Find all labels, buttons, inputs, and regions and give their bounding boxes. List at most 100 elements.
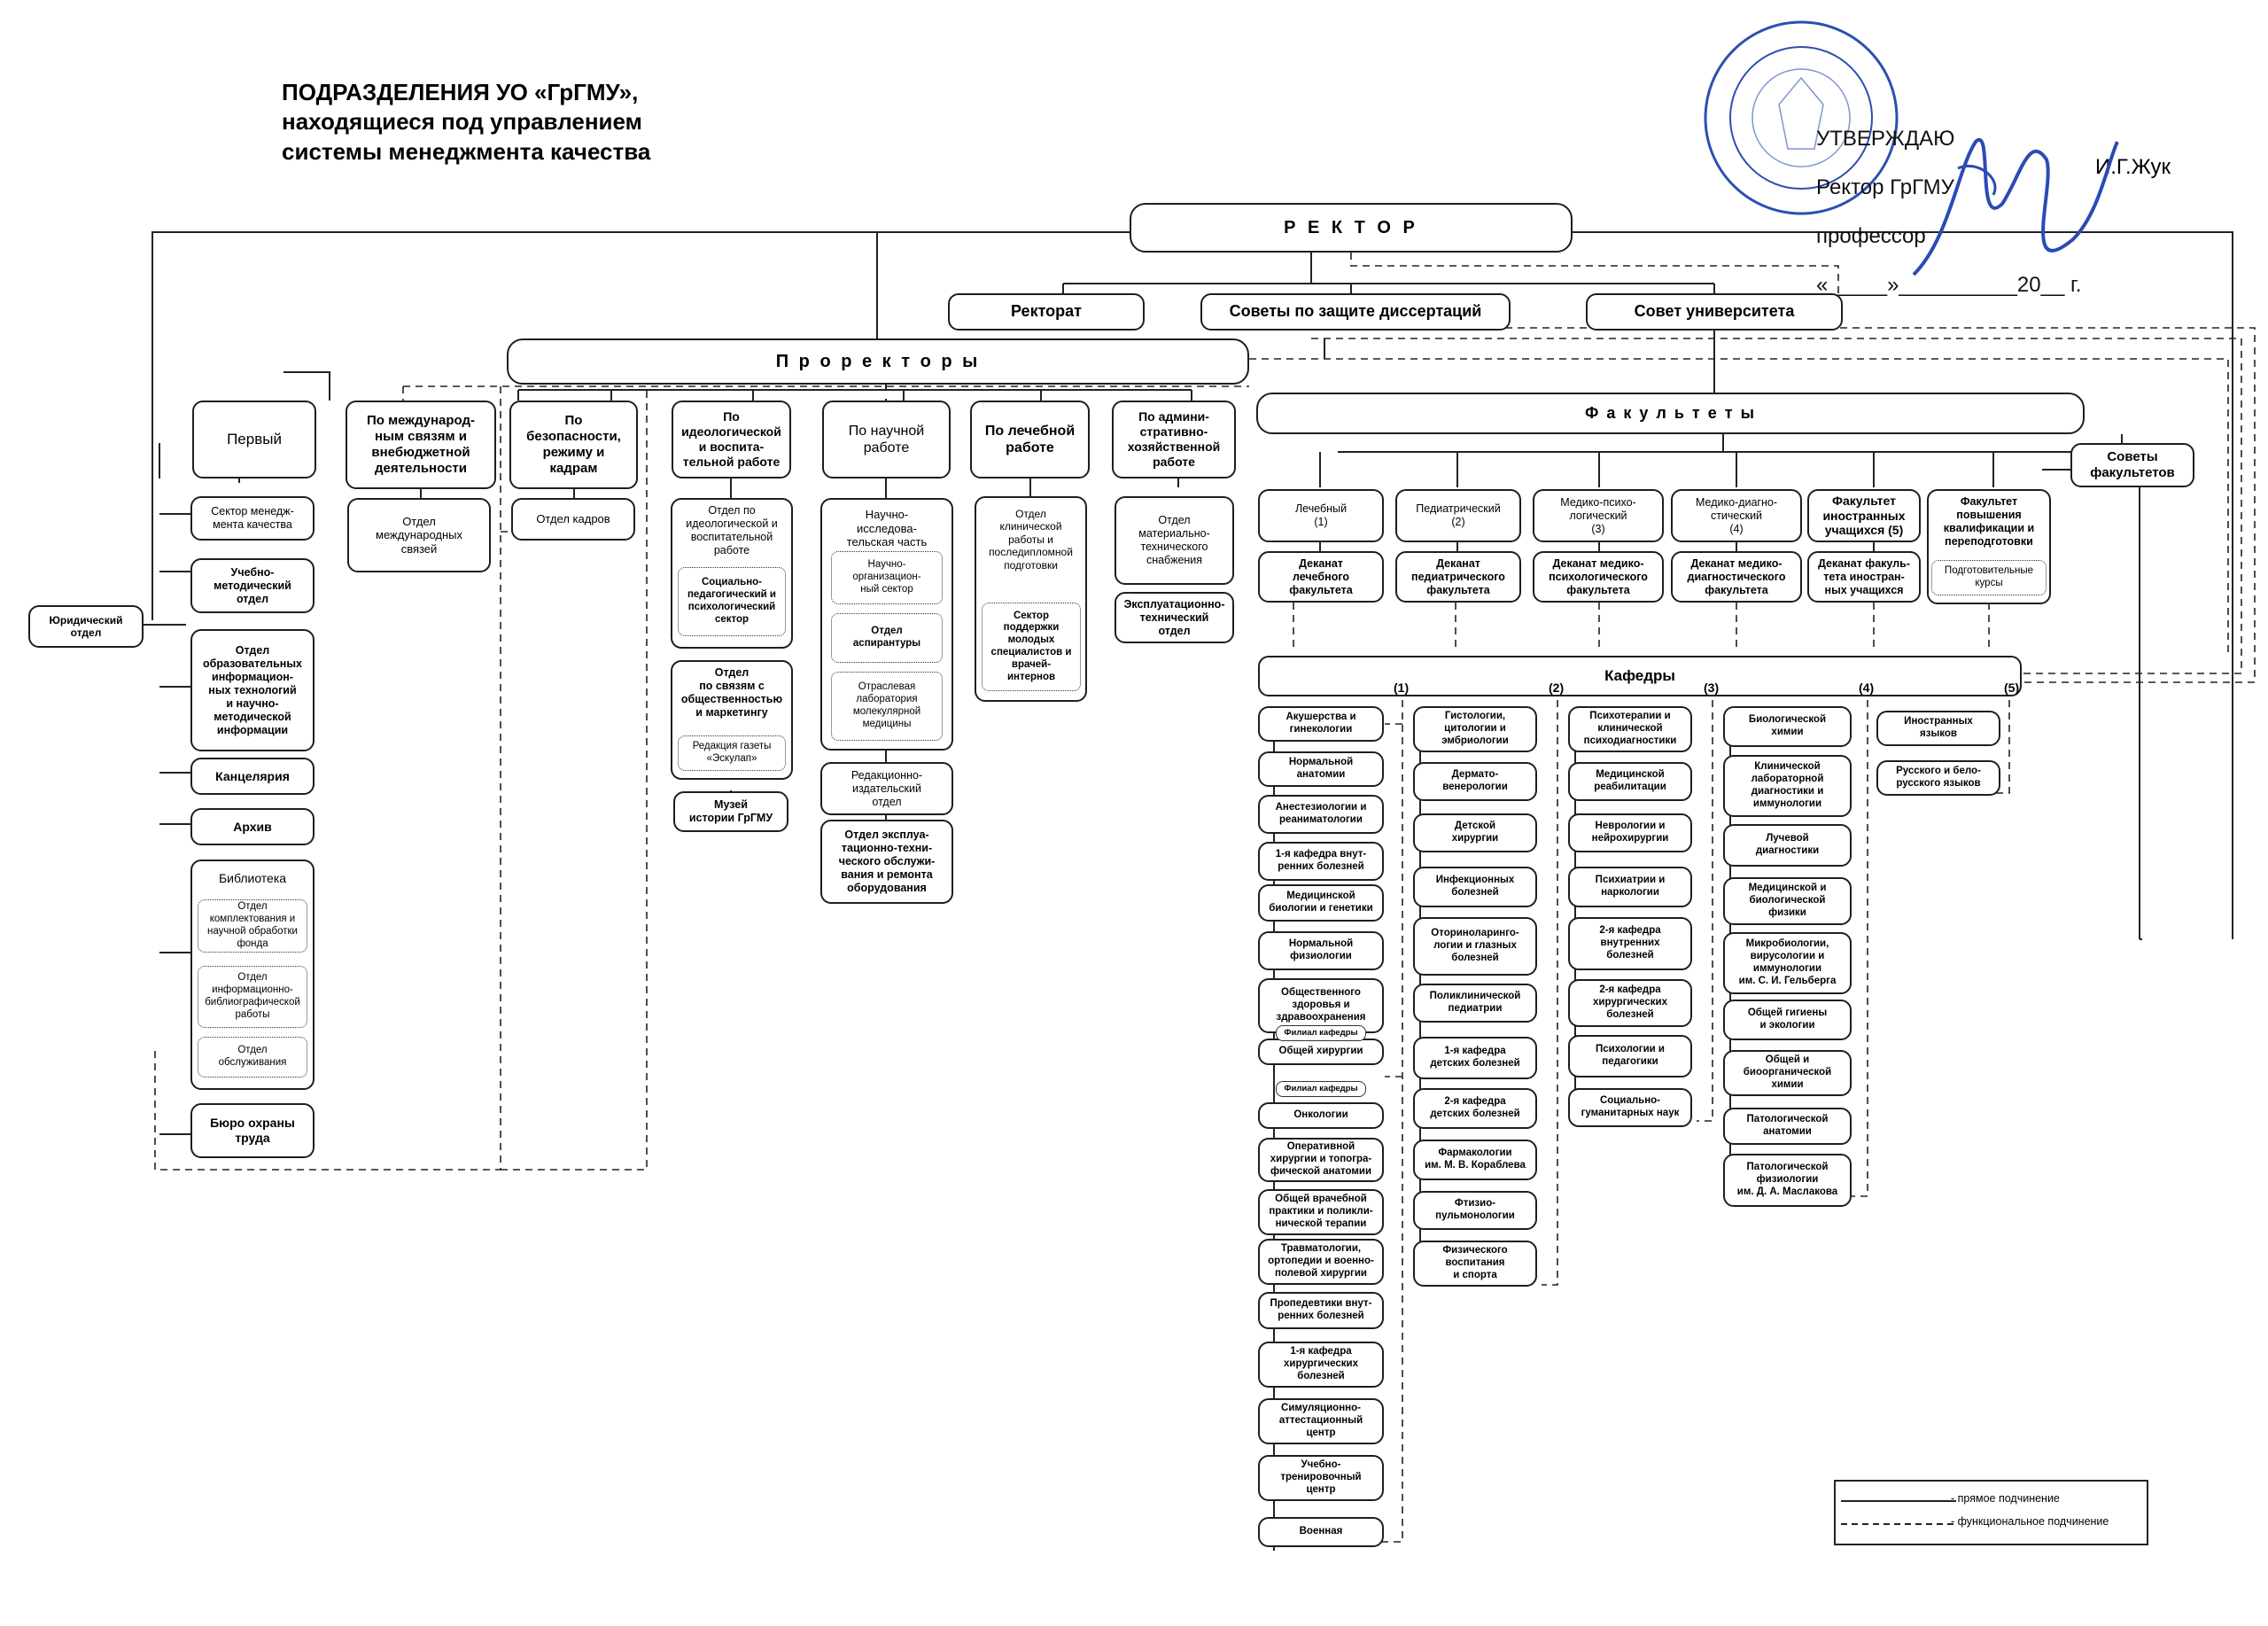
department-box[interactable]: Психотерапии и клинической психодиагност… [1568,706,1692,752]
department-box[interactable]: Общей врачебной практики и поликли- ниче… [1258,1189,1384,1235]
department-box[interactable]: Пропедевтики внут- ренних болезней [1258,1292,1384,1329]
department-box[interactable]: Медицинской реабилитации [1568,762,1692,801]
department-box[interactable]: Патологической анатомии [1723,1108,1852,1145]
faculty-medical-box[interactable]: Лечебный (1) [1258,489,1384,542]
department-box[interactable]: Общественного здоровья и здравоохранения [1258,978,1384,1033]
department-box[interactable]: Симуляционно- аттестационный центр [1258,1398,1384,1444]
department-box[interactable]: Биологической химии [1723,706,1852,747]
department-box[interactable]: Русского и бело- русского языков [1876,760,2000,796]
edu-it-dept-box[interactable]: Отдел образовательных информацион- ных т… [190,629,315,751]
department-box[interactable]: 1-я кафедра хирургических болезней [1258,1342,1384,1388]
faculty-foreign-box[interactable]: Факультет иностранных учащихся (5) [1807,489,1921,542]
department-box[interactable]: Анестезиологии и реаниматологии [1258,795,1384,834]
publishing-dept-box[interactable]: Редакционно- издательский отдел [820,762,953,815]
newspaper-box[interactable]: Редакция газеты «Эскулап» [678,735,786,771]
quality-sector-box[interactable]: Сектор менедж- мента качества [190,496,315,541]
supply-dept-box[interactable]: Отдел материально- технического снабжени… [1115,496,1234,585]
prorector-science-box[interactable]: По научной работе [822,401,951,478]
department-box[interactable]: Физического воспитания и спорта [1413,1241,1537,1287]
department-box[interactable]: Оперативной хирургии и топогра- фической… [1258,1138,1384,1182]
faculty-pediatric-box[interactable]: Педиатрический (2) [1395,489,1521,542]
faculty-qualification-label: Факультет повышения квалификации и переп… [1943,495,2035,548]
young-specialists-sector-box[interactable]: Сектор поддержки молодых специалистов и … [982,603,1081,691]
department-box[interactable]: 2-я кафедра хирургических болезней [1568,979,1692,1027]
tech-dept-box[interactable]: Эксплуатационно- технический отдел [1115,592,1234,643]
prorector-medical-box[interactable]: По лечебной работе [970,401,1090,478]
prorector-security-box[interactable]: По безопасности, режиму и кадрам [509,401,638,489]
department-box[interactable]: Инфекционных болезней [1413,867,1537,907]
rector-box[interactable]: Р Е К Т О Р [1130,203,1573,253]
department-box[interactable]: Медицинской и биологической физики [1723,877,1852,925]
lib-info-box[interactable]: Отдел информационно- библиографической р… [198,966,307,1028]
department-box[interactable]: Неврологии и нейрохирургии [1568,813,1692,852]
department-box[interactable]: Лучевой диагностики [1723,824,1852,867]
department-box[interactable]: 2-я кафедра детских болезней [1413,1088,1537,1129]
prorector-ideology-box[interactable]: По идеологической и воспита- тельной раб… [672,401,791,478]
department-box[interactable]: Поликлинической педиатрии [1413,984,1537,1023]
faculty-diag-box[interactable]: Медико-диагно- стический (4) [1671,489,1802,542]
department-box[interactable]: Дермато- венерологии [1413,762,1537,801]
department-box[interactable]: Патологической физиологии им. Д. А. Масл… [1723,1154,1852,1207]
dean-diag-box[interactable]: Деканат медико- диагностического факульт… [1671,551,1802,603]
department-box[interactable]: Учебно- тренировочный центр [1258,1455,1384,1501]
department-box[interactable]: 1-я кафедра внут- ренних болезней [1258,842,1384,881]
department-box[interactable]: Онкологии [1258,1102,1384,1129]
prorector-admin-box[interactable]: По админи- стративно- хозяйственной рабо… [1112,401,1236,478]
dean-medical-box[interactable]: Деканат лечебного факультета [1258,551,1384,603]
department-box[interactable]: Фтизио- пульмонологии [1413,1191,1537,1230]
department-box[interactable]: Оториноларинго- логии и глазных болезней [1413,917,1537,976]
department-box[interactable]: Фармакологии им. М. В. Кораблева [1413,1140,1537,1180]
labor-protection-box[interactable]: Бюро охраны труда [190,1103,315,1158]
department-box[interactable]: Общей гигиены и экологии [1723,1000,1852,1040]
methodical-dept-box[interactable]: Учебно- методический отдел [190,558,315,613]
faculty-psych-box[interactable]: Медико-психо- логический (3) [1533,489,1664,542]
branch-label-1[interactable]: Филиал кафедры [1276,1025,1366,1041]
department-box[interactable]: Общей и биоорганической химии [1723,1050,1852,1096]
hr-dept-box[interactable]: Отдел кадров [511,498,635,541]
faculties-box[interactable]: Ф а к у л ь т е т ы [1256,393,2085,434]
department-box[interactable]: Общей хирургии [1258,1039,1384,1065]
prorector-intl-box[interactable]: По международ- ным связям и внебюджетной… [346,401,496,489]
department-box[interactable]: Психологии и педагогики [1568,1035,1692,1078]
department-box[interactable]: Клинической лабораторной диагностики и и… [1723,755,1852,817]
office-box[interactable]: Канцелярия [190,758,315,795]
intl-dept-box[interactable]: Отдел международных связей [347,498,491,572]
dean-psych-box[interactable]: Деканат медико- психологического факульт… [1533,551,1664,603]
department-box[interactable]: Гистологии, цитологии и эмбриологии [1413,706,1537,752]
department-box[interactable]: Иностранных языков [1876,711,2000,746]
sci-org-sector-box[interactable]: Научно- организацион- ный сектор [831,551,943,604]
legal-dept-box[interactable]: Юридический отдел [28,605,144,648]
branch-label-2[interactable]: Филиал кафедры [1276,1081,1366,1097]
archive-box[interactable]: Архив [190,808,315,845]
department-box[interactable]: Детской хирургии [1413,813,1537,852]
social-psych-sector-box[interactable]: Социально- педагогический и психологичес… [678,567,786,636]
molecular-lab-box[interactable]: Отраслевая лаборатория молекулярной меди… [831,672,943,741]
department-box[interactable]: Микробиологии, вирусологии и иммунологии… [1723,932,1852,994]
department-box[interactable]: Военная [1258,1517,1384,1547]
dissertation-councils-box[interactable]: Советы по защите диссертаций [1200,293,1511,331]
department-box[interactable]: 1-я кафедра детских болезней [1413,1037,1537,1079]
page-title: ПОДРАЗДЕЛЕНИЯ УО «ГрГМУ», находящиеся по… [282,79,651,165]
faculty-councils-box[interactable]: Советы факультетов [2070,443,2194,487]
dean-foreign-box[interactable]: Деканат факуль- тета иностран- ных учащи… [1807,551,1921,603]
department-box[interactable]: Нормальной физиологии [1258,931,1384,970]
lib-acquisition-box[interactable]: Отдел комплектования и научной обработки… [198,899,307,953]
department-box[interactable]: Медицинской биологии и генетики [1258,884,1384,922]
lib-service-box[interactable]: Отдел обслуживания [198,1037,307,1078]
first-dept-box[interactable]: Первый [192,401,316,478]
departments-box[interactable]: Кафедры [1258,656,2022,696]
museum-box[interactable]: Музей истории ГрГМУ [673,791,788,832]
dean-pediatric-box[interactable]: Деканат педиатрического факультета [1395,551,1521,603]
university-council-box[interactable]: Совет университета [1586,293,1843,331]
department-box[interactable]: Социально- гуманитарных наук [1568,1088,1692,1127]
prep-courses-box[interactable]: Подготовительные курсы [1931,560,2047,595]
department-box[interactable]: Психиатрии и наркологии [1568,867,1692,907]
rectorate-box[interactable]: Ректорат [948,293,1145,331]
department-box[interactable]: Нормальной анатомии [1258,751,1384,787]
department-box[interactable]: Акушерства и гинекологии [1258,706,1384,742]
equipment-dept-box[interactable]: Отдел эксплуа- тационно-техни- ческого о… [820,820,953,904]
department-box[interactable]: 2-я кафедра внутренних болезней [1568,917,1692,970]
department-box[interactable]: Травматологии, ортопедии и военно- полев… [1258,1239,1384,1285]
prorectors-box[interactable]: П р о р е к т о р ы [507,338,1249,385]
aspirantura-box[interactable]: Отдел аспирантуры [831,613,943,663]
